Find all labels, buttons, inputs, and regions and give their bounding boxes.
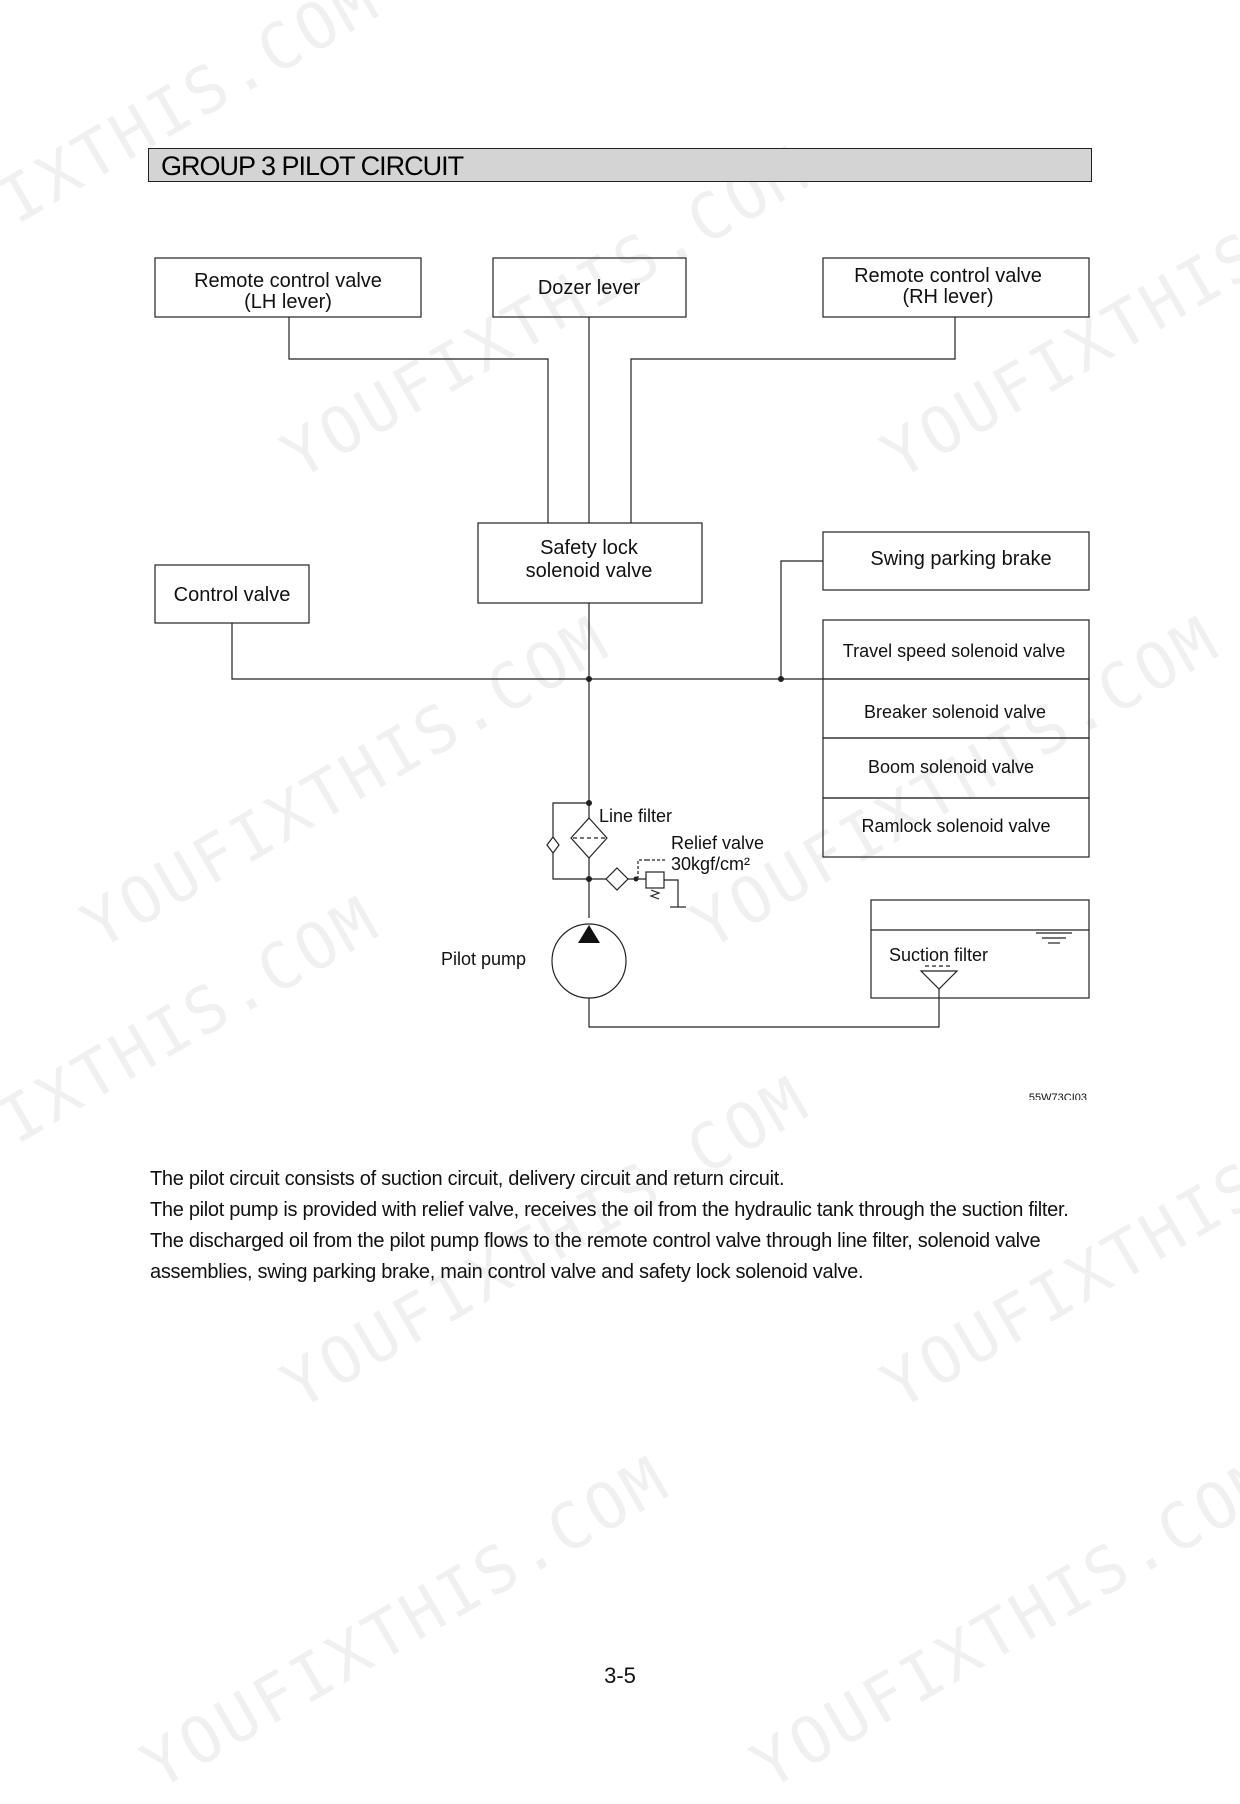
safety-lock-label: Safety lock bbox=[540, 537, 639, 559]
breaker-label: Breaker solenoid valve bbox=[864, 702, 1046, 722]
rcv-rh-label: Remote control valve bbox=[854, 265, 1042, 287]
travel-speed-label: Travel speed solenoid valve bbox=[843, 641, 1065, 661]
watermark: YOUFIXTHIS.COM bbox=[130, 1442, 683, 1804]
page-title: GROUP 3 PILOT CIRCUIT bbox=[161, 151, 464, 181]
page-number: 3-5 bbox=[604, 1663, 636, 1688]
hydraulic-tank bbox=[870, 899, 1090, 999]
rcv-rh-box bbox=[822, 257, 1090, 318]
rcv-lh-label: Remote control valve bbox=[194, 270, 382, 292]
dozer-lever-label: Dozer lever bbox=[538, 277, 641, 299]
ramlock-box bbox=[822, 797, 1090, 858]
suction-filter-symbol bbox=[919, 970, 959, 990]
ramlock-label: Ramlock solenoid valve bbox=[861, 816, 1050, 836]
safety-lock-sublabel: solenoid valve bbox=[526, 560, 653, 582]
paragraph: The discharged oil from the pilot pump f… bbox=[150, 1230, 1041, 1283]
rcv-rh-sublabel: (RH lever) bbox=[902, 286, 993, 308]
description: The pilot circuit consists of suction ci… bbox=[150, 1164, 1092, 1288]
pilot-pump-label: Pilot pump bbox=[441, 949, 526, 969]
paragraph: The pilot circuit consists of suction ci… bbox=[150, 1168, 785, 1190]
suction-filter-label: Suction filter bbox=[889, 945, 988, 965]
section-header: GROUP 3 PILOT CIRCUIT bbox=[148, 148, 1092, 182]
safety-lock-box bbox=[477, 522, 703, 604]
paragraph: The pilot pump is provided with relief v… bbox=[150, 1199, 1069, 1221]
rcv-lh-box bbox=[154, 257, 422, 318]
swing-parking-brake-label: Swing parking brake bbox=[870, 548, 1051, 570]
control-valve-label: Control valve bbox=[174, 584, 291, 606]
relief-valve-symbol bbox=[645, 871, 665, 889]
rcv-lh-sublabel: (LH lever) bbox=[244, 291, 332, 313]
figure-code: 55W73CI03 bbox=[1029, 1092, 1087, 1100]
relief-pressure-label: 30kgf/cm² bbox=[671, 854, 750, 874]
line-filter-label: Line filter bbox=[599, 806, 672, 826]
watermark: YOUFIXTHIS.COM bbox=[740, 1442, 1240, 1804]
pilot-circuit-diagram: Remote control valve (LH lever) Dozer le… bbox=[154, 257, 1090, 1100]
relief-valve-label: Relief valve bbox=[671, 833, 764, 853]
boom-label: Boom solenoid valve bbox=[868, 757, 1034, 777]
